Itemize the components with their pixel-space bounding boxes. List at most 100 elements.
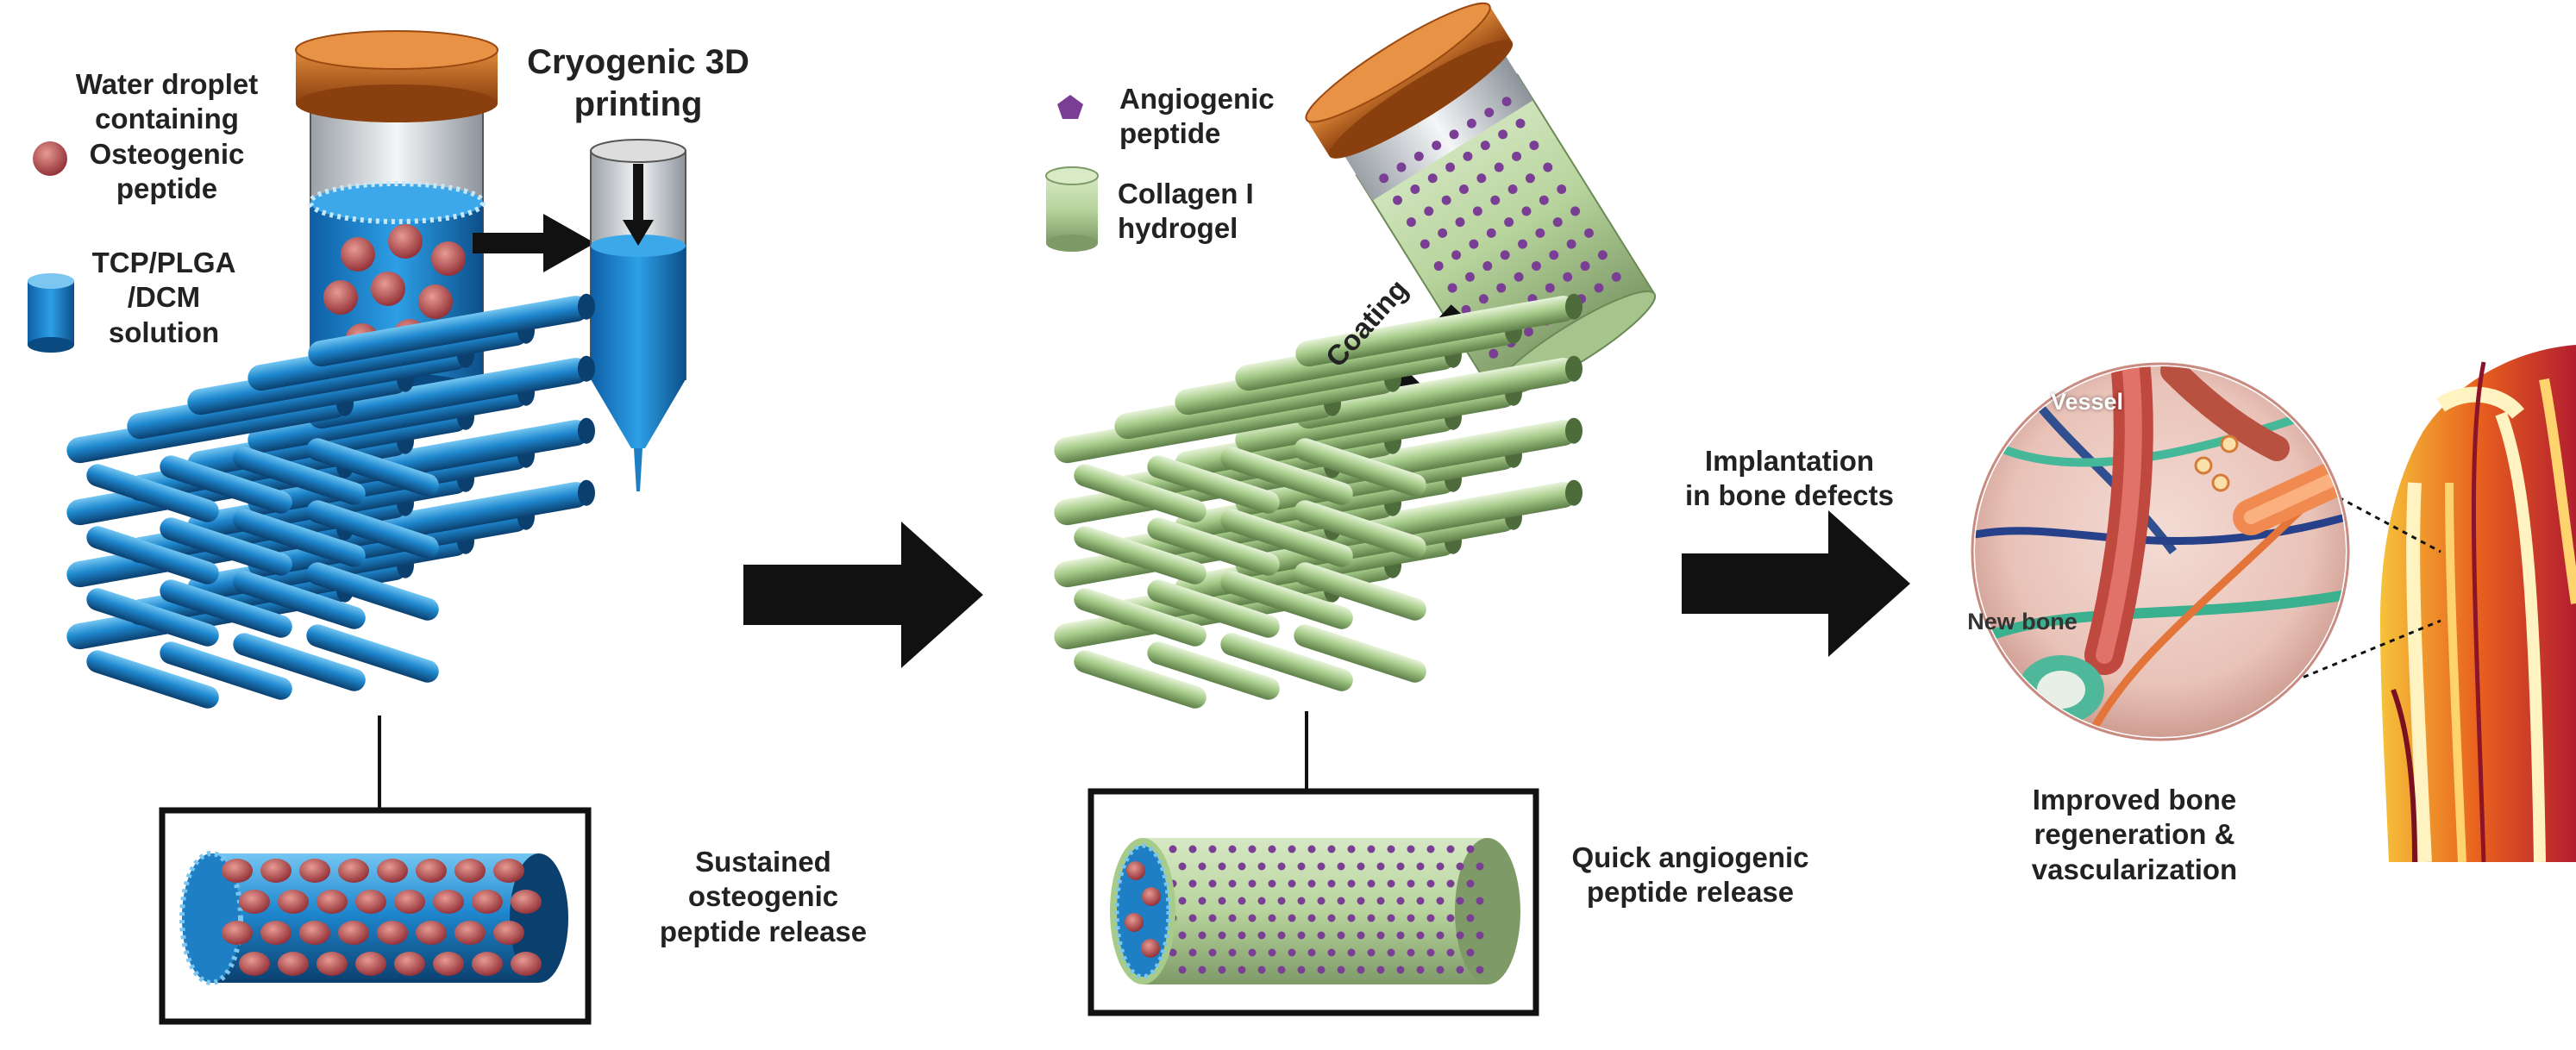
scaffold-cross-strut [1074, 526, 1207, 584]
peptide-dot [1445, 162, 1456, 172]
droplet [511, 952, 542, 976]
peptide-dot [1535, 228, 1545, 238]
peptide-dot [1446, 914, 1455, 922]
peptide-dot [1317, 966, 1326, 974]
peptide-dot [1420, 239, 1430, 249]
peptide-dot [1514, 272, 1524, 282]
scaffold-cross-strut [160, 579, 292, 638]
peptide-dot [1257, 862, 1266, 871]
peptide-dot [1288, 914, 1296, 922]
peptide-dot [1396, 162, 1407, 172]
cryogenic-printing-label: Cryogenic 3D printing [527, 43, 749, 123]
peptide-dot [1580, 261, 1590, 272]
peptide-dot [1507, 184, 1518, 194]
peptide-dot [1393, 195, 1403, 205]
peptide-dot [1552, 217, 1563, 228]
osteogenic-droplets [222, 859, 542, 976]
peptide-dot [1218, 897, 1226, 905]
peptide-dot [1426, 948, 1435, 957]
peptide-dot [1426, 914, 1435, 922]
quick-release-caption: Quick angiogenic peptide release [1571, 841, 1809, 909]
peptide-dot [1178, 862, 1187, 871]
peptide-dot [1198, 897, 1207, 905]
green-strut-crosssection [1087, 711, 1539, 1016]
peptide-dot [1396, 862, 1405, 871]
peptide-dot [1327, 914, 1336, 922]
peptide-dot [1228, 845, 1237, 853]
coating-vial-cap [1305, 2, 1514, 159]
scaffold-cross-strut [1074, 464, 1207, 522]
peptide-dot [1357, 931, 1365, 940]
droplet [377, 921, 408, 945]
droplet [317, 952, 348, 976]
scaffold-strut [308, 293, 595, 367]
peptide-dot [1494, 162, 1504, 172]
scaffold-cross-strut [306, 438, 439, 497]
peptide-dot [1416, 966, 1425, 974]
peptide-dot [1461, 304, 1471, 315]
peptide-dot [1376, 862, 1385, 871]
scaffold-cross-strut [306, 624, 439, 683]
vial-cap [295, 30, 498, 122]
peptide-dot [1451, 250, 1462, 260]
peptide-dot [1248, 914, 1257, 922]
peptide-dot [1347, 914, 1356, 922]
peptide-dot [1407, 845, 1415, 853]
blue-strut-crosssection [159, 716, 592, 1025]
peptide-dot [1367, 914, 1376, 922]
peptide-dot [1446, 948, 1455, 957]
peptide-dot [1297, 897, 1306, 905]
droplet [377, 859, 408, 883]
peptide-dot [1288, 879, 1296, 888]
peptide-dot [1376, 931, 1385, 940]
scaffold-cross-strut [1147, 579, 1280, 638]
peptide-dot [1228, 948, 1237, 957]
peptide-dot [1288, 845, 1296, 853]
peptide-dot [1297, 931, 1306, 940]
peptide-dot [1387, 914, 1395, 922]
droplet [394, 952, 425, 976]
peptide-dot [1486, 228, 1496, 238]
scaffold-cross-strut [1294, 500, 1426, 559]
peptide-dot [1432, 141, 1442, 151]
peptide-dot [1238, 966, 1246, 974]
peptide-dot [1357, 897, 1365, 905]
process-arrow-2 [1682, 510, 1910, 657]
peptide-dot [1478, 294, 1489, 304]
peptide-dot [1407, 914, 1415, 922]
peptide-dot [1426, 879, 1435, 888]
peptide-dot [1570, 206, 1581, 216]
scaffold-strut [308, 355, 595, 429]
peptide-dot [1416, 897, 1425, 905]
scaffold-cross-strut [1220, 633, 1353, 691]
scaffold-cross-strut [160, 641, 292, 700]
peptide-dot [1436, 966, 1445, 974]
peptide-dot [1426, 845, 1435, 853]
tcp-plga-solution-icon [28, 273, 74, 353]
peptide-dot [1410, 184, 1420, 194]
peptide-dot [1198, 966, 1207, 974]
peptide-dot [1449, 129, 1459, 140]
peptide-dot [1198, 862, 1207, 871]
peptide-dot [1327, 845, 1336, 853]
peptide-dot [1490, 195, 1501, 205]
peptide-dot [1297, 862, 1306, 871]
droplet [278, 952, 309, 976]
vessel-label: Vessel [2050, 389, 2124, 415]
droplet [317, 890, 348, 914]
peptide-dot [1347, 948, 1356, 957]
process-arrow-1 [743, 522, 983, 668]
peptide-dot [1257, 931, 1266, 940]
peptide-dot [1489, 348, 1499, 359]
droplet [454, 921, 486, 945]
peptide-dot [1436, 897, 1445, 905]
peptide-dot [1367, 845, 1376, 853]
peptide-dot [1327, 879, 1336, 888]
scaffold-cross-strut [1147, 455, 1280, 514]
peptide-dot [1611, 272, 1621, 282]
droplet [338, 859, 369, 883]
peptide-dot [1545, 283, 1555, 293]
scaffold-cross-strut [1147, 517, 1280, 576]
peptide-dot [1317, 897, 1326, 905]
collagen-hydrogel-label: Collagen I hydrogel [1118, 178, 1254, 245]
